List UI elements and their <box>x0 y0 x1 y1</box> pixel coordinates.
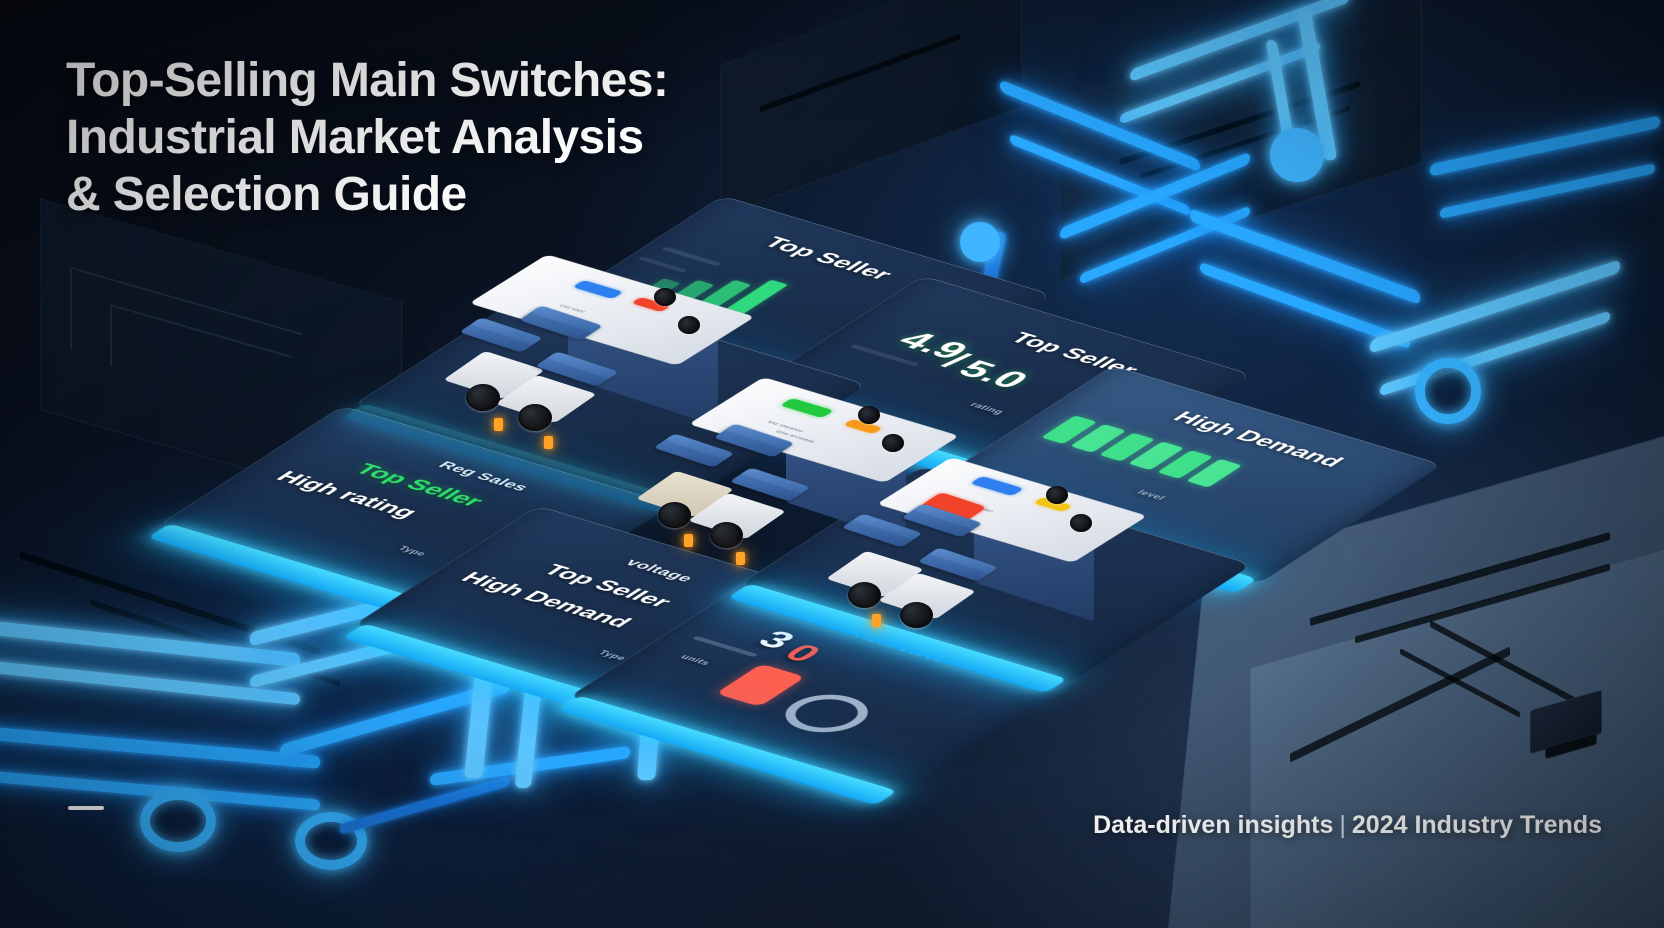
card-real-sales-footnote: units <box>677 653 713 667</box>
circuit-breaker-3[interactable]: C40 400V 6kA <box>825 448 1148 648</box>
page-title-line-3: & Selection Guide <box>66 168 467 221</box>
page-title-line-1: Top-Selling Main Switches: <box>66 54 669 107</box>
circuit-breaker-1[interactable]: C63 400V <box>443 250 755 460</box>
breaker-2-terminal-1 <box>658 502 691 528</box>
page-title: Top-Selling Main Switches: Industrial Ma… <box>66 52 669 223</box>
card-rating-footnote: Type <box>395 545 428 558</box>
card-real-sales-dial <box>769 687 885 740</box>
breaker-2-terminal-2 <box>710 522 743 548</box>
card-high-demand-footnote: level <box>1134 489 1168 502</box>
decorative-rule <box>68 806 104 810</box>
pcb-pad-ring <box>295 812 367 870</box>
pcb-via-dot <box>1270 128 1324 182</box>
breaker-1-terminal-1 <box>466 384 500 411</box>
breaker-1-status-led <box>494 418 503 431</box>
pcb-pad-ring <box>140 790 216 852</box>
breaker-3-terminal-2 <box>900 602 933 628</box>
breaker-1-terminal-2 <box>518 404 552 431</box>
page-title-line-2: Industrial Market Analysis <box>66 111 644 164</box>
card-top-seller-bars-headline: Top Seller <box>757 234 898 284</box>
breaker-3-terminal-1 <box>848 582 881 608</box>
breaker-3-status-led <box>872 614 881 627</box>
card-score-footnote: rating <box>967 401 1006 416</box>
circuit-breaker-2[interactable]: B32 230/400V 6000 IEC60898 <box>635 370 960 570</box>
footer-right-text: 2024 Industry Trends <box>1351 811 1602 839</box>
footer-separator: | <box>1339 811 1346 839</box>
footer-left-text: Data-driven insights <box>1093 811 1334 839</box>
footer-tagline: Data-driven insights|2024 Industry Trend… <box>1093 811 1602 840</box>
card-real-sales-meter-fill <box>715 663 806 707</box>
pcb-pad-ring <box>1415 358 1481 424</box>
breaker-2-status-led <box>684 534 693 547</box>
